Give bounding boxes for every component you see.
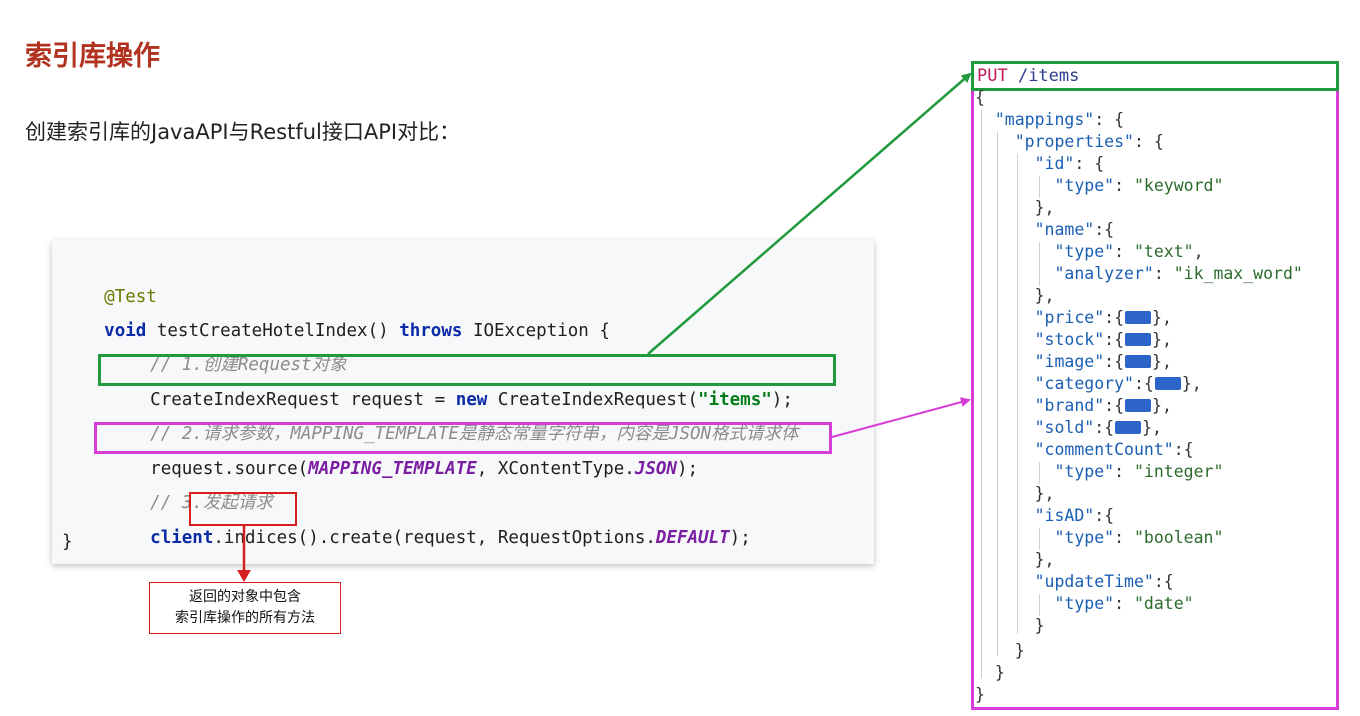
comment-text: // 1.创建Request对象 [150, 355, 347, 375]
collapsed-block-icon[interactable] [1125, 355, 1152, 368]
code-line-create-request: CreateIndexRequest request = new CreateI… [108, 355, 793, 410]
indices-highlight [189, 492, 297, 526]
code-line-client: client.indices().create(request, Request… [108, 493, 751, 548]
default-const: DEFAULT [655, 528, 730, 548]
method-name: testCreateHotelIndex() [146, 321, 400, 341]
indent-guide [1039, 242, 1040, 286]
indent-guide [1039, 176, 1040, 198]
source-start: request.source( [150, 459, 309, 479]
exception-name: IOException { [462, 321, 610, 341]
items-string: "items" [698, 390, 772, 410]
source-mid: , XContentType. [476, 459, 635, 479]
code-line-source: request.source(MAPPING_TEMPLATE, XConten… [108, 424, 698, 479]
json-line: "type": "boolean" [1054, 528, 1224, 547]
indent-guide [1039, 528, 1040, 550]
void-keyword: void [104, 321, 147, 341]
json-line: }, [1034, 484, 1055, 503]
source-highlight [94, 422, 832, 454]
client-dot: . [213, 528, 224, 548]
json-line: { [975, 88, 985, 107]
json-line-stock[interactable]: "stock":{}, [1034, 330, 1172, 349]
json-line: "name":{ [1034, 220, 1115, 239]
json-line: } [994, 663, 1005, 682]
json-line: }, [1034, 198, 1055, 217]
json-line: } [1034, 616, 1045, 635]
json-line: } [1014, 641, 1025, 660]
indices-call: indices() [223, 528, 319, 548]
code-line-signature: void testCreateHotelIndex() throws IOExc… [62, 286, 610, 341]
indent-guide [1017, 154, 1018, 634]
json-line-brand[interactable]: "brand":{}, [1034, 396, 1172, 415]
json-line: "type": "date" [1054, 594, 1194, 613]
json-line: "analyzer": "ik_max_word" [1054, 264, 1303, 283]
indent-guide [1039, 462, 1040, 484]
json-line-image[interactable]: "image":{}, [1034, 352, 1172, 371]
json-line: "commentCount":{ [1034, 440, 1194, 459]
indent-guide [997, 132, 998, 656]
source-end: ); [676, 459, 699, 479]
json-line: "type": "text", [1054, 242, 1204, 261]
collapsed-block-icon[interactable] [1125, 311, 1152, 324]
code-comment-2: // 2.请求参数，MAPPING_TEMPLATE是静态常量字符串，内容是JS… [108, 389, 798, 444]
mapping-template-const: MAPPING_TEMPLATE [308, 459, 477, 479]
json-line-sold[interactable]: "sold":{}, [1034, 418, 1162, 437]
json-line: }, [1034, 550, 1055, 569]
callout-line-2: 索引库操作的所有方法 [175, 610, 315, 626]
throws-keyword: throws [399, 321, 463, 341]
code-comment-1: // 1.创建Request对象 [108, 320, 346, 375]
test-annotation: @Test [104, 287, 157, 307]
json-line: } [975, 685, 985, 704]
create-left: CreateIndexRequest request = [150, 390, 456, 410]
collapsed-block-icon[interactable] [1154, 377, 1181, 390]
json-line: "type": "integer" [1054, 462, 1224, 481]
indent-guide [981, 110, 982, 678]
ctor-call: CreateIndexRequest( [487, 390, 699, 410]
code-closing-brace: } [62, 532, 73, 552]
collapsed-block-icon[interactable] [1125, 399, 1152, 412]
json-const: JSON [634, 459, 677, 479]
code-line-annotation: @Test [62, 252, 157, 307]
java-code-panel: @Test void testCreateHotelIndex() throws… [52, 240, 874, 564]
json-line: "mappings": { [994, 110, 1125, 129]
json-line: "isAD":{ [1034, 506, 1115, 525]
callout-line-1: 返回的对象中包含 [189, 589, 301, 605]
comment-text: // 2.请求参数，MAPPING_TEMPLATE是静态常量字符串，内容是JS… [150, 424, 799, 444]
client-var: client [150, 528, 214, 548]
create-call: .create(request, RequestOptions. [318, 528, 656, 548]
comment-text: // 3.发起请求 [150, 493, 273, 513]
slide-subtitle: 创建索引库的JavaAPI与Restful接口API对比： [25, 120, 461, 144]
collapsed-block-icon[interactable] [1115, 421, 1142, 434]
json-line: "id": { [1034, 154, 1105, 173]
http-path: /items [1007, 66, 1080, 86]
slide-title: 索引库操作 [25, 41, 160, 72]
collapsed-block-icon[interactable] [1125, 333, 1152, 346]
json-line-category[interactable]: "category":{}, [1034, 374, 1202, 393]
create-request-highlight [98, 354, 836, 386]
red-arrow-head [237, 570, 251, 582]
client-end: ); [729, 528, 751, 548]
indices-callout: 返回的对象中包含 索引库操作的所有方法 [149, 582, 341, 634]
json-line: "updateTime":{ [1034, 572, 1174, 591]
http-method: PUT [977, 66, 1008, 86]
indent-guide [1039, 594, 1040, 616]
json-line: "properties": { [1014, 132, 1164, 151]
code-comment-3: // 3.发起请求 [108, 458, 273, 513]
json-line: }, [1034, 286, 1055, 305]
json-line-price[interactable]: "price":{}, [1034, 308, 1172, 327]
new-keyword: new [455, 390, 488, 410]
create-end: ); [771, 390, 793, 410]
json-line: "type": "keyword" [1054, 176, 1224, 195]
http-request-line: PUT /items [971, 61, 1339, 91]
